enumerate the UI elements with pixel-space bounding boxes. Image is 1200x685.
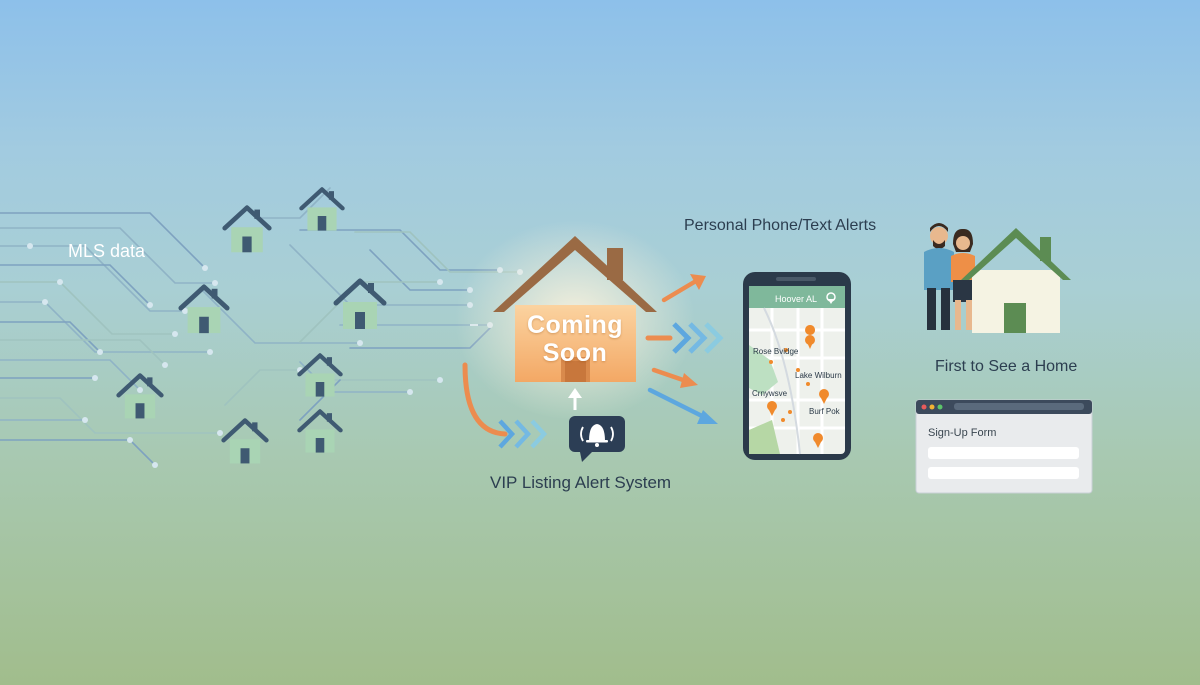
form-field	[928, 447, 1079, 459]
map-pins	[767, 325, 829, 448]
house-icon	[224, 421, 267, 464]
circuit-nodes	[27, 243, 523, 468]
map-place-label: Burf Pok	[809, 407, 840, 416]
bell-alert-icon	[569, 416, 625, 462]
coming-soon-line1: Coming	[526, 311, 624, 339]
arrow-up-icon	[568, 388, 582, 410]
alert-arrows	[645, 274, 724, 424]
house-icon	[299, 411, 340, 452]
first-to-see-label: First to See a Home	[935, 358, 1078, 375]
chevron-right-icon	[530, 419, 548, 449]
house-icon	[299, 355, 340, 396]
coming-soon-line2: Soon	[542, 339, 608, 367]
map-location-header: Hoover AL	[775, 294, 818, 304]
mls-data-label: MLS data	[68, 241, 146, 261]
family-icon	[924, 223, 975, 330]
house-icon	[225, 208, 270, 253]
coming-soon-house	[455, 220, 695, 420]
map-place-label: Rose Bvidge	[753, 347, 799, 356]
phone-alerts-label: Personal Phone/Text Alerts	[684, 217, 877, 234]
chevron-right-icon	[498, 419, 516, 449]
vip-system-label: VIP Listing Alert System	[490, 473, 672, 492]
map-place-label: Crnywsve	[752, 389, 788, 398]
map-place-label: Lake Wilburn	[795, 371, 842, 380]
chevron-right-icon	[514, 419, 532, 449]
house-icon	[181, 287, 227, 333]
signup-form-title: Sign-Up Form	[928, 427, 997, 439]
vip-flow-arrow	[462, 362, 548, 449]
smartphone-icon	[743, 272, 851, 460]
form-field	[928, 467, 1079, 479]
house-icon	[336, 281, 384, 329]
browser-window-icon	[915, 399, 1093, 494]
map-pin-icon	[826, 292, 836, 304]
house-icon	[119, 376, 162, 419]
family-house	[961, 228, 1071, 333]
